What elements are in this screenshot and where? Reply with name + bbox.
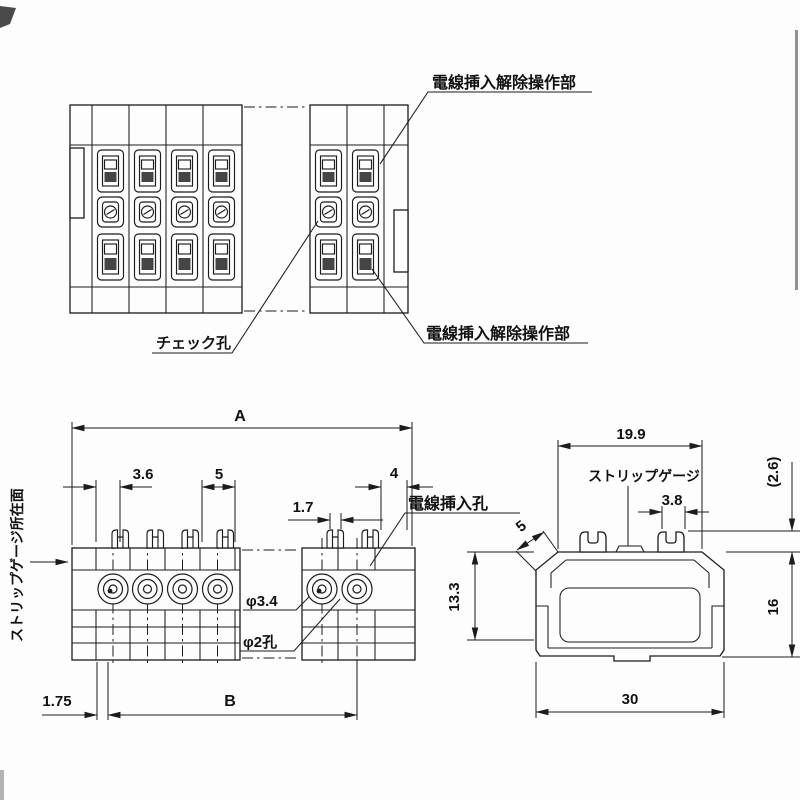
dim-1-7-value: 1.7	[293, 499, 314, 516]
dim-19-9: 19.9	[557, 426, 703, 549]
dim-B-value: B	[224, 693, 236, 710]
front-view-left-block	[69, 104, 243, 314]
dim-30: 30	[535, 662, 725, 718]
dim-3-6-value: 3.6	[133, 466, 154, 483]
side-flange-notch	[393, 209, 409, 273]
front-view: 電線挿入解除操作部 チェック孔 電線挿入解除操作部	[69, 73, 592, 354]
dim-4: 4	[355, 465, 433, 530]
dim-2-6-value: (2.6)	[765, 457, 782, 488]
plan-view: ストリップゲージ所在面 A 3.6 5	[9, 408, 520, 720]
wire-insertion-hole-label: 電線挿入孔	[408, 494, 488, 513]
dim-A: A	[71, 408, 413, 546]
dim-B: B	[107, 662, 358, 720]
check-hole-label: チェック孔	[156, 335, 231, 352]
front-view-right-block	[309, 104, 409, 314]
callout-strip-gauge-surface: ストリップゲージ所在面	[9, 488, 69, 642]
dia-2-label: φ2孔	[243, 634, 277, 651]
callout-release-top: 電線挿入解除操作部	[379, 73, 592, 165]
strip-gauge-mark	[615, 545, 645, 553]
section-inner-profile	[536, 559, 724, 649]
dim-16: 16	[722, 551, 800, 658]
dim-1-75: 1.75	[42, 662, 109, 720]
break-lines-front	[244, 106, 308, 312]
dim-4-value: 4	[390, 465, 399, 482]
dim-5-chamfer-value: 5	[513, 517, 530, 536]
dim-5-pitch: 5	[201, 466, 236, 542]
dim-A-value: A	[234, 408, 246, 425]
dim-16-value: 16	[765, 599, 782, 616]
dim-13-3-value: 13.3	[446, 582, 463, 611]
dim-2-6: (2.6)	[688, 457, 800, 532]
scan-artifacts	[0, 6, 798, 800]
dim-3-8: 3.8	[638, 492, 709, 529]
strip-gauge-label: ストリップゲージ	[588, 468, 700, 484]
release-bottom-label: 電線挿入解除操作部	[426, 324, 570, 343]
dim-3-6: 3.6	[63, 466, 153, 542]
callout-strip-gauge: ストリップゲージ	[588, 468, 700, 546]
dim-13-3: 13.3	[446, 551, 534, 641]
dim-5-value: 5	[215, 466, 223, 483]
release-top-label: 電線挿入解除操作部	[432, 73, 576, 92]
plan-right-block	[301, 529, 416, 666]
section-view: ストリップゲージ 19.9 3.8 5 (2.6)	[446, 426, 800, 718]
strip-gauge-surface-label: ストリップゲージ所在面	[9, 488, 25, 642]
plan-left-block	[71, 529, 241, 666]
check-hole-mark	[107, 588, 113, 594]
section-outer-profile	[535, 551, 725, 662]
callout-release-bottom: 電線挿入解除操作部	[371, 268, 588, 344]
dim-1-75-value: 1.75	[42, 693, 71, 710]
callout-dia-3-4: φ3.4	[243, 593, 310, 611]
dim-3-8-value: 3.8	[662, 492, 683, 509]
check-hole-mark	[316, 588, 322, 594]
callout-check-hole: チェック孔	[152, 220, 319, 354]
break-lines-plan	[242, 549, 300, 659]
dim-1-7: 1.7	[288, 499, 383, 529]
dim-19-9-value: 19.9	[616, 426, 645, 443]
callout-wire-insertion-hole: 電線挿入孔	[369, 494, 520, 567]
callout-dia-2: φ2孔	[240, 598, 341, 652]
side-flange-notch	[69, 147, 85, 219]
dia-3-4-label: φ3.4	[246, 593, 278, 610]
dim-30-value: 30	[622, 691, 639, 708]
